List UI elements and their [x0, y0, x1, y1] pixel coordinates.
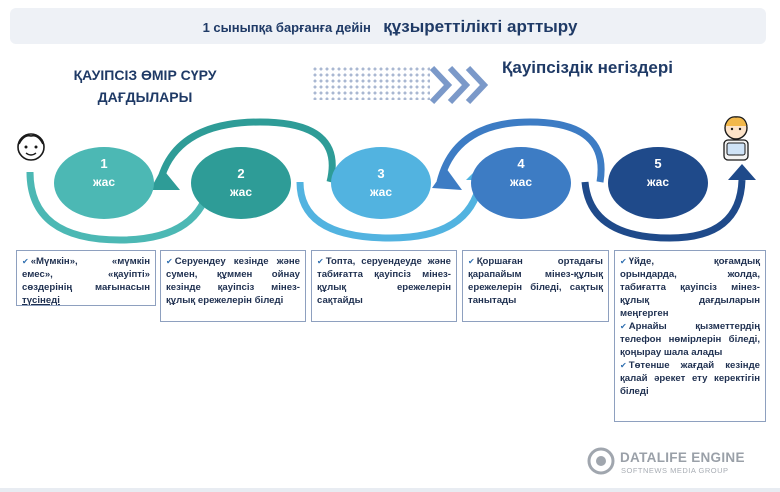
- step-2-number: 2: [237, 166, 245, 181]
- check-bullet-icon: ✔: [620, 322, 627, 331]
- watermark-sub: SOFTNEWS MEDIA GROUP: [621, 466, 729, 475]
- check-bullet-icon: ✔: [620, 257, 627, 266]
- check-bullet-icon: ✔: [22, 257, 29, 266]
- flow-arc-3: [296, 181, 484, 242]
- step-5-label: жас: [646, 175, 669, 189]
- step-3-label: жас: [369, 185, 392, 199]
- step-2-label: жас: [229, 185, 252, 199]
- flow-arc-1: [26, 171, 214, 244]
- desc-step-2: ✔Серуендеу кезінде және сумен, құммен ой…: [160, 250, 306, 322]
- step-flow: [17, 116, 756, 244]
- step-5-number: 5: [654, 156, 662, 171]
- title-main: құзыреттілікті арттыру: [383, 17, 578, 36]
- step-circle-4: [471, 147, 571, 219]
- chevron-arrows-icon: [429, 65, 489, 105]
- check-bullet-icon: ✔: [620, 361, 627, 370]
- dot-pattern: [312, 66, 430, 100]
- desc-step-1: ✔«Мүмкін», «мүмкін емес», «қауіпті» сөзд…: [16, 250, 156, 306]
- flow-arc-4: [436, 118, 605, 183]
- page-title: 1 сыныпқа барғанға дейін құзыреттілікті …: [0, 17, 780, 37]
- step-1-number: 1: [100, 156, 108, 171]
- step-4-label: жас: [509, 175, 532, 189]
- watermark-brand: DATALIFE ENGINE: [620, 450, 745, 465]
- step-circle-2: [191, 147, 291, 219]
- footer-line: [0, 488, 780, 492]
- child-face-icon: [17, 133, 45, 161]
- check-bullet-icon: ✔: [317, 257, 324, 266]
- desc-step-5: ✔Үйде, қоғамдық орындарда, жолда, табиға…: [614, 250, 766, 422]
- desc-step-3: ✔Топта, серуендеуде және табиғатта қауіп…: [311, 250, 457, 322]
- title-bar: [10, 8, 766, 44]
- step-circle-3: [331, 147, 431, 219]
- step-circle-5: [608, 147, 708, 219]
- check-bullet-icon: ✔: [166, 257, 173, 266]
- arrow-head-5: [728, 164, 756, 180]
- desc-step-4: ✔Қоршаған ортадағы қарапайым мінез-құлық…: [462, 250, 609, 322]
- step-3-number: 3: [377, 166, 385, 181]
- check-bullet-icon: ✔: [468, 257, 475, 266]
- step-1-label: жас: [92, 175, 115, 189]
- flow-arc-2: [156, 118, 336, 183]
- arrow-head-2: [150, 168, 180, 190]
- left-heading: ҚАУІПСІЗ ӨМІР СҮРУ ДАҒДЫЛАРЫ: [60, 64, 230, 108]
- left-heading-line2: ДАҒДЫЛАРЫ: [97, 89, 193, 105]
- title-prefix: 1 сыныпқа барғанға дейін: [202, 20, 371, 35]
- step-4-number: 4: [517, 156, 525, 171]
- left-heading-line1: ҚАУІПСІЗ ӨМІР СҮРУ: [73, 67, 217, 83]
- flow-arc-5: [581, 179, 746, 242]
- datalife-logo-icon: [587, 447, 615, 475]
- step-circle-1: [54, 147, 154, 219]
- right-heading: Қауіпсіздік негіздері: [502, 58, 673, 77]
- schoolboy-icon: [723, 116, 749, 161]
- arrow-head-4: [432, 168, 462, 190]
